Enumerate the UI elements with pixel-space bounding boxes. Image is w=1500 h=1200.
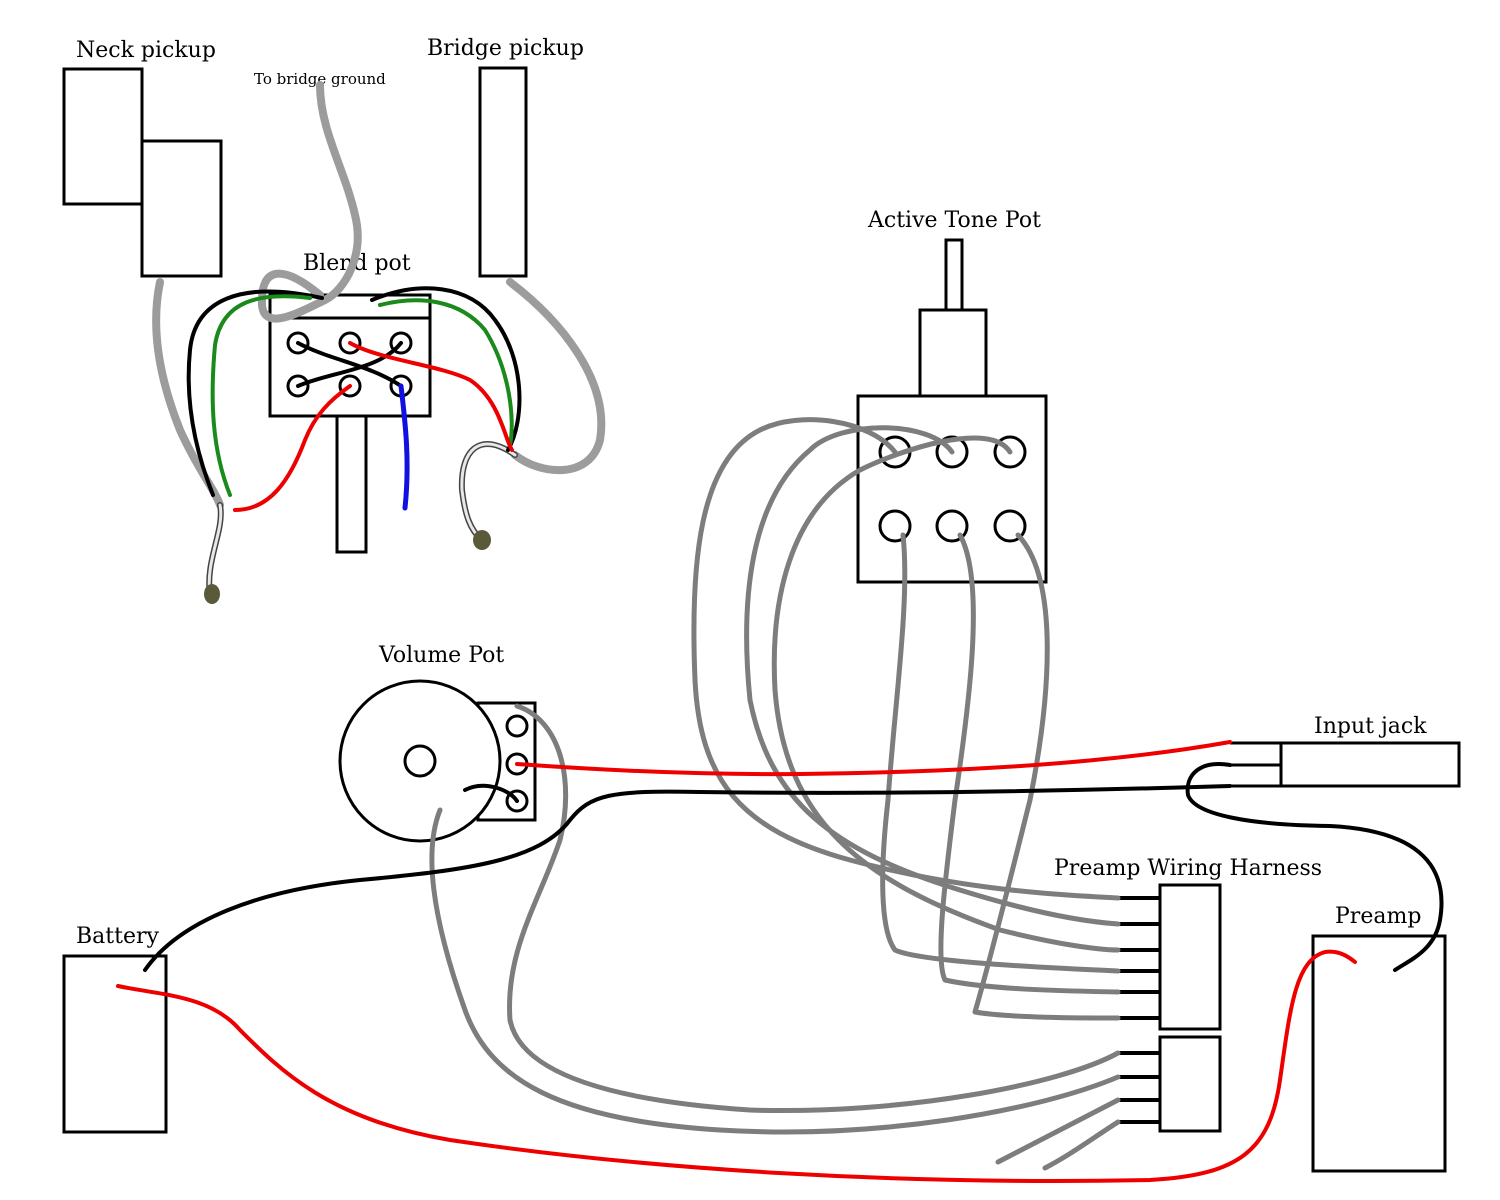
neck-green-wire: [210, 294, 312, 497]
blend-red-output: [233, 384, 352, 512]
bridge-lead-tip: [473, 530, 491, 550]
input-jack-label: Input jack: [1314, 714, 1427, 739]
volume-pot-lug: [505, 714, 529, 738]
tone-harness-wire: [691, 417, 1121, 901]
bridge-pickup: [478, 66, 528, 278]
preamp-wiring-harness-label: Preamp Wiring Harness: [1054, 856, 1322, 881]
harness-connector-upper: [1158, 883, 1222, 1031]
bridge-ground-wire: [258, 81, 362, 323]
tone-pot-shaft: [944, 238, 964, 312]
neck-black-wire: [186, 289, 324, 497]
tone-pot-bushing: [918, 308, 988, 398]
harness-free-wire: [1042, 1119, 1121, 1171]
volume-pot: [338, 679, 537, 843]
tone-harness-wire: [771, 435, 1121, 953]
preamp-label: Preamp: [1335, 904, 1421, 929]
blend-blue-wire: [398, 383, 410, 511]
neck-pickup-coil-lower: [140, 139, 223, 278]
volume-harness-wire: [507, 703, 1121, 1113]
volume-pot-shaft: [403, 744, 437, 778]
blend-pot-shaft: [335, 414, 368, 554]
bridge-black-wire: [370, 286, 522, 452]
preamp-wiring-harness: [1118, 883, 1222, 1133]
volume-pot-label: Volume Pot: [378, 643, 504, 668]
tone-harness-wire: [744, 425, 1121, 927]
tone-harness-wire: [880, 532, 1121, 974]
active-tone-pot-label: Active Tone Pot: [867, 208, 1041, 233]
harness-free-wire: [995, 1097, 1121, 1165]
volume-harness-wire: [429, 807, 1121, 1135]
bridge-ground-return: [506, 278, 606, 475]
tone-pot-body: [856, 394, 1048, 584]
active-tone-pot: [856, 238, 1048, 584]
tone-harness-wire: [938, 532, 1121, 995]
neck-pickup: [62, 67, 223, 278]
input-jack: [1230, 741, 1461, 788]
bridge-green-wire: [378, 298, 514, 447]
bridge-pickup-label: Bridge pickup: [427, 36, 584, 61]
volume-to-jack-red-wire: [515, 740, 1232, 777]
battery-label: Battery: [76, 924, 160, 949]
volume-ground-jumper: [463, 783, 519, 803]
tone-harness-wire: [972, 532, 1121, 1021]
battery-to-preamp-red-wire: [116, 949, 1357, 1183]
harness-connector-lower: [1158, 1035, 1222, 1133]
jack-to-preamp-wire: [1185, 762, 1444, 972]
preamp-box: [1311, 934, 1447, 1173]
neck-pickup-label: Neck pickup: [76, 38, 216, 63]
blend-jumper-black: [296, 341, 403, 388]
blend-red-wire: [348, 341, 514, 452]
bridge-braided-lead-inner: [460, 442, 517, 542]
neck-lead-tip: [204, 584, 220, 604]
battery-box: [62, 954, 168, 1134]
blend-jumper-black: [296, 341, 403, 388]
input-jack-body: [1279, 741, 1461, 788]
to-bridge-ground-label: To bridge ground: [254, 70, 386, 88]
battery-ground-wire: [143, 784, 1232, 972]
neck-pickup-coil-upper: [62, 67, 144, 206]
